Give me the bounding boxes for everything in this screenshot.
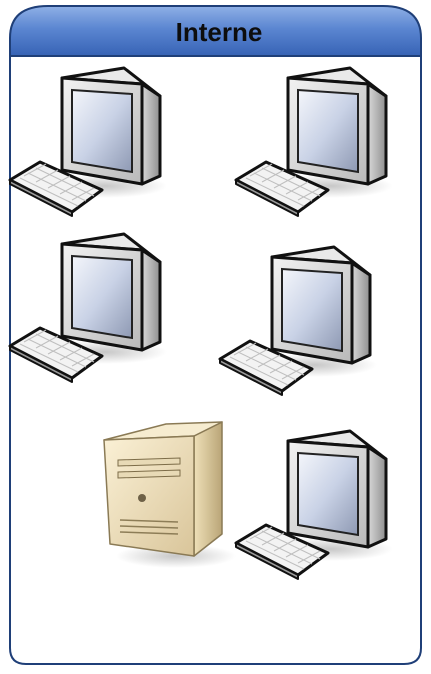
zone-title: Interne <box>176 17 263 47</box>
